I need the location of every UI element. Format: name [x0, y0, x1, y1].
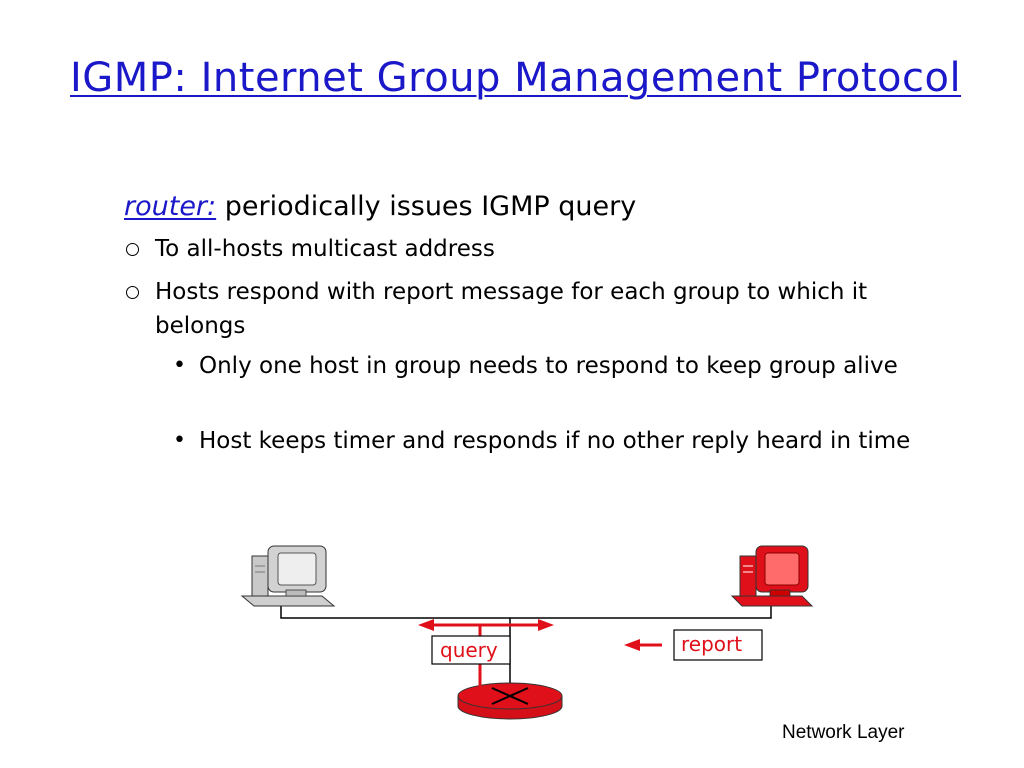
sub-bullet-dot-icon: •	[173, 353, 186, 378]
lead-line: router: periodically issues IGMP query	[124, 190, 636, 224]
host-computer-red-icon	[730, 545, 814, 607]
bullet-circle-icon	[126, 243, 139, 256]
footer-network-layer: Network Layer	[782, 722, 905, 743]
query-label-box	[431, 635, 511, 665]
bullet-circle-icon	[126, 286, 139, 299]
lead-text: periodically issues IGMP query	[216, 191, 637, 222]
bullet-all-hosts: To all-hosts multicast address	[155, 236, 495, 262]
report-arrow	[624, 639, 662, 651]
host-computer-grey-icon	[240, 545, 336, 607]
sub-bullet-dot-icon: •	[173, 428, 186, 453]
slide-title: IGMP: Internet Group Management Protocol	[70, 55, 962, 101]
report-label-box	[673, 629, 763, 661]
subbullet-one-host: Only one host in group needs to respond …	[199, 353, 898, 379]
router-icon	[457, 682, 563, 720]
router-keyword: router:	[124, 191, 217, 222]
bullet-hosts-respond: Hosts respond with report message for ea…	[155, 279, 868, 339]
report-label: report	[681, 632, 742, 656]
query-label: query	[440, 638, 498, 662]
subbullet-host-timer: Host keeps timer and responds if no othe…	[199, 428, 911, 454]
